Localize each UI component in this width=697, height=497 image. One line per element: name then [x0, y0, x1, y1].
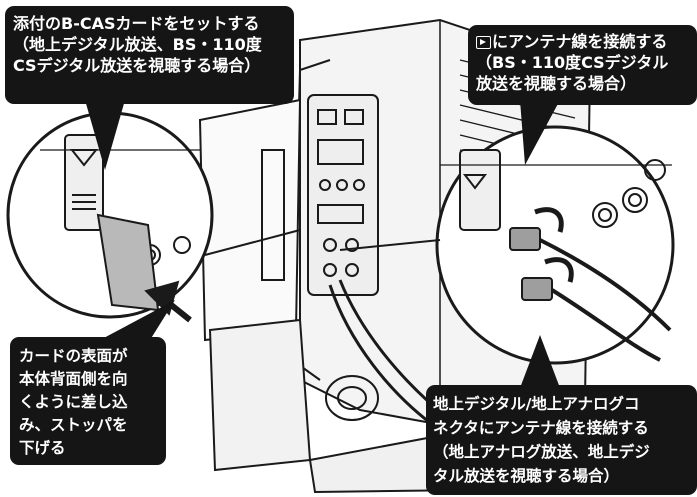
callout-line: 添付のB-CASカードをセットする	[13, 14, 260, 33]
antenna-plugs	[509, 227, 553, 301]
callout-line: 地上デジタル/地上アナログコ	[433, 395, 640, 413]
callout-line: カードの表面が	[19, 347, 128, 365]
callout-line: くように差し込	[19, 393, 128, 411]
card-face-callout: カードの表面が 本体背面側を向 くように差し込 み、ストッパを 下げる	[10, 337, 166, 465]
callout-line: （BS・110度CSデジタル	[476, 53, 669, 72]
callout-line: 下げる	[19, 439, 66, 457]
callout-pointers	[85, 100, 560, 388]
terrestrial-antenna-callout: 地上デジタル/地上アナログコ ネクタにアンテナ線を接続する （地上アナログ放送、…	[426, 385, 697, 495]
callout-line: CSデジタル放送を視聴する場合）	[13, 56, 261, 75]
antenna-input-icon	[476, 36, 491, 49]
callout-line: タル放送を視聴する場合）	[433, 467, 620, 485]
antenna-magnifier	[339, 125, 675, 365]
callout-line: （地上アナログ放送、地上デジ	[433, 443, 650, 461]
callout-line: ネクタにアンテナ線を接続する	[433, 419, 649, 437]
callout-line: み、ストッパを	[19, 416, 128, 434]
callout-first-line: にアンテナ線を接続する	[476, 31, 689, 52]
callout-line: （地上デジタル放送、BS・110度	[13, 35, 262, 54]
bcas-card-callout: 添付のB-CASカードをセットする （地上デジタル放送、BS・110度 CSデジ…	[5, 6, 294, 104]
callout-line: にアンテナ線を接続する	[492, 32, 668, 51]
callout-line: 放送を視聴する場合）	[476, 74, 637, 93]
callout-line: 本体背面側を向	[19, 370, 128, 388]
bs-antenna-callout: にアンテナ線を接続する （BS・110度CSデジタル 放送を視聴する場合）	[468, 25, 697, 105]
